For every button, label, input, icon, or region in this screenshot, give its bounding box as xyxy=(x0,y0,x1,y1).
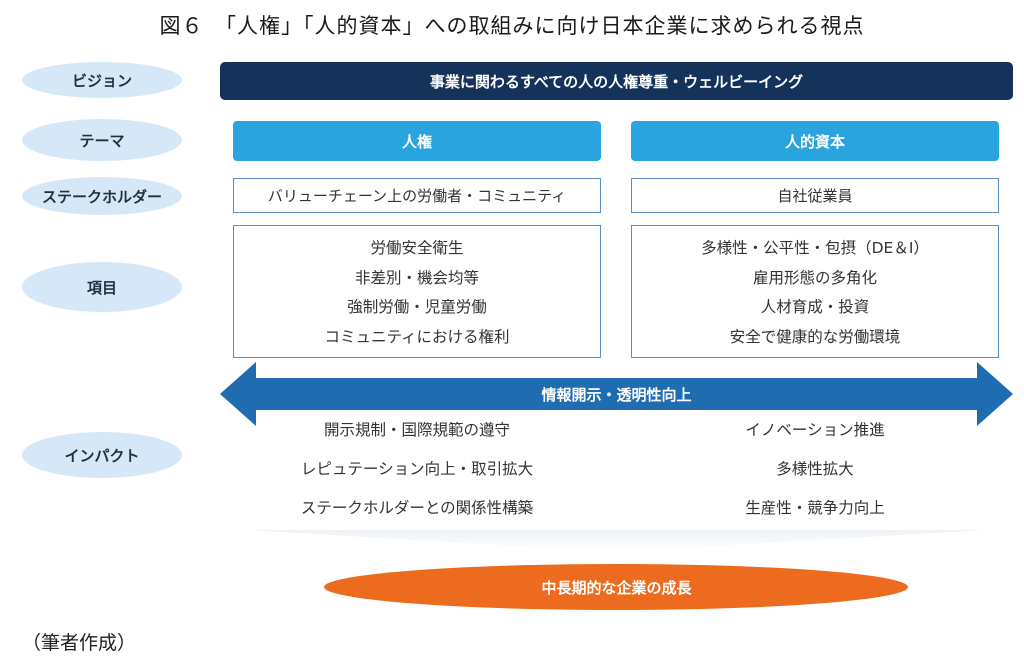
items-human-capital: 多様性・公平性・包摂（DE＆I） 雇用形態の多角化 人材育成・投資 安全で健康的… xyxy=(631,225,999,358)
growth-outcome: 中長期的な企業の成長 xyxy=(541,579,692,597)
vision-bar: 事業に関わるすべての人の人権尊重・ウェルビーイング xyxy=(220,62,1013,100)
impact-text: イノベーション推進 xyxy=(745,421,885,439)
item-text: 安全で健康的な労働環境 xyxy=(729,328,901,347)
source-note: （筆者作成） xyxy=(22,632,137,654)
item-text: コミュニティにおける権利 xyxy=(324,328,510,347)
item-text: 雇用形態の多角化 xyxy=(752,268,877,287)
impacts-human-capital: イノベーション推進 多様性拡大 生産性・競争力向上 xyxy=(631,418,999,518)
stakeholder-human-rights: バリューチェーン上の労働者・コミュニティ xyxy=(233,178,601,213)
impact-text: 多様性拡大 xyxy=(776,460,854,478)
row-label-theme: テーマ xyxy=(22,119,182,161)
row-label-vision: ビジョン xyxy=(22,62,182,98)
item-text: 人材育成・投資 xyxy=(760,298,870,317)
growth-ellipse-shape xyxy=(324,564,908,610)
arrow-label: 情報開示・透明性向上 xyxy=(541,385,692,404)
items-human-rights: 労働安全衛生 非差別・機会均等 強制労働・児童労働 コミュニティにおける権利 xyxy=(233,225,601,358)
theme-human-rights: 人権 xyxy=(233,121,601,161)
impact-text: ステークホルダーとの関係性構築 xyxy=(300,499,534,517)
row-label-impact: インパクト xyxy=(22,432,182,478)
stakeholder-human-capital: 自社従業員 xyxy=(631,178,999,213)
item-text: 多様性・公平性・包摂（DE＆I） xyxy=(701,238,929,257)
impacts-human-rights: 開示規制・国際規範の遵守 レピュテーション向上・取引拡大 ステークホルダーとの関… xyxy=(233,418,601,518)
item-text: 強制労働・児童労働 xyxy=(347,298,487,317)
impact-text: 生産性・競争力向上 xyxy=(745,499,885,517)
double-arrow-shape xyxy=(220,362,1013,426)
item-text: 労働安全衛生 xyxy=(370,238,464,257)
row-label-items: 項目 xyxy=(22,262,182,312)
impact-text: 開示規制・国際規範の遵守 xyxy=(323,421,510,439)
theme-human-capital: 人的資本 xyxy=(631,121,999,161)
item-text: 非差別・機会均等 xyxy=(354,268,479,287)
row-label-stakeholder: ステークホルダー xyxy=(22,177,182,215)
figure-title: 図６ 「人権」「人的資本」への取組みに向け日本企業に求められる視点 xyxy=(159,14,865,38)
convergence-band-shape xyxy=(248,530,985,552)
impact-text: レピュテーション向上・取引拡大 xyxy=(300,460,534,478)
